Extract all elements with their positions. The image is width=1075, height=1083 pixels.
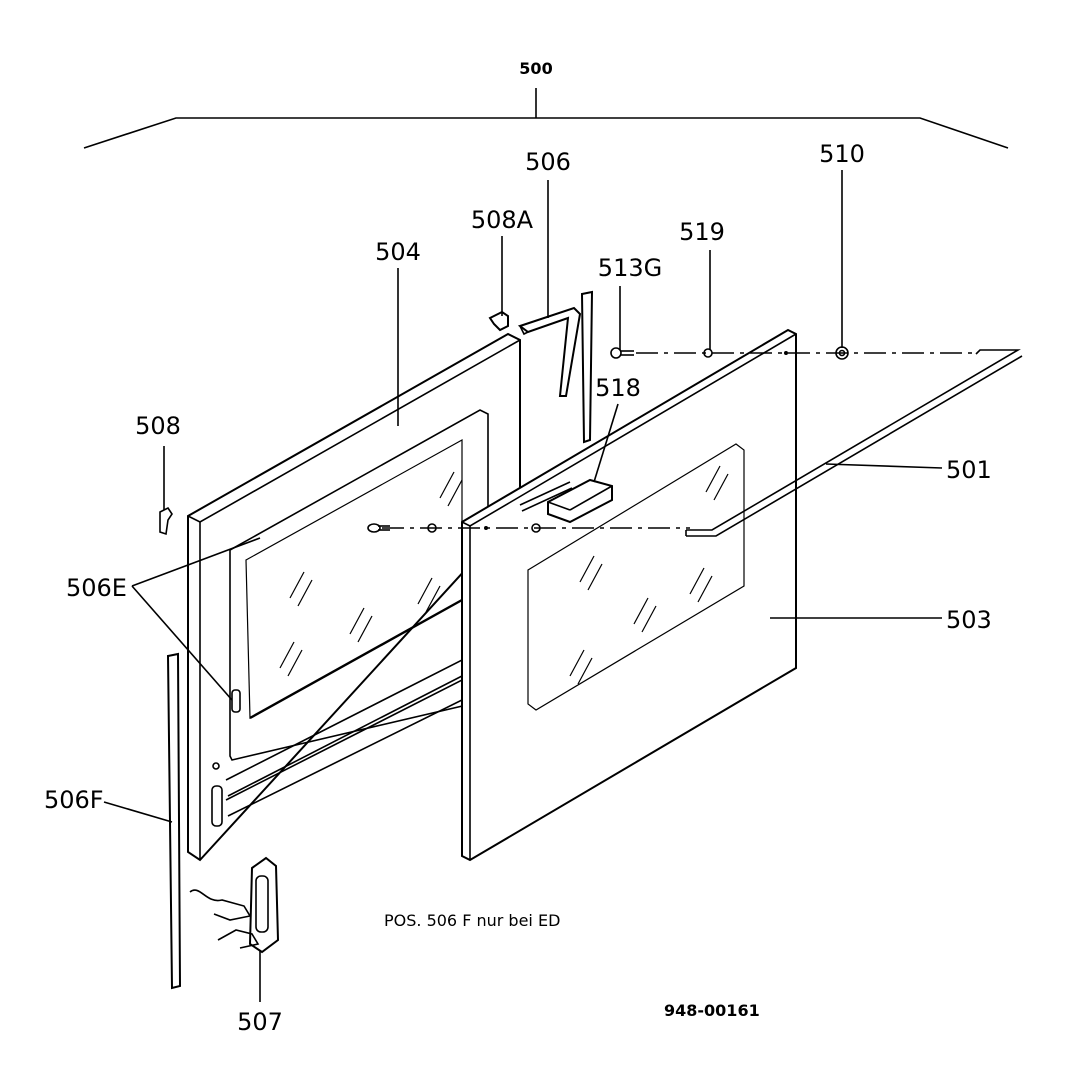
label-510: 510 — [819, 140, 865, 168]
leader-506F — [103, 801, 173, 823]
screw-lower — [367, 523, 390, 533]
label-507: 507 — [237, 1008, 283, 1036]
washer-519 — [703, 348, 713, 358]
label-501: 501 — [946, 456, 992, 484]
label-503: 503 — [946, 606, 992, 634]
label-508: 508 — [135, 412, 181, 440]
label-518: 518 — [595, 374, 641, 402]
label-513G: 513G — [598, 254, 662, 282]
leader-506E-b — [131, 585, 233, 701]
label-506: 506 — [525, 148, 571, 176]
assembly-bracket — [83, 88, 1009, 149]
leader-518 — [593, 403, 619, 483]
label-504: 504 — [375, 238, 421, 266]
drawing-number: 948-00161 — [664, 1001, 760, 1020]
leader-501 — [825, 463, 943, 469]
clip-508 — [159, 506, 173, 536]
handle-bracket — [547, 478, 613, 524]
screw-513G — [610, 347, 634, 359]
label-508A: 508A — [471, 206, 534, 234]
assembly-label: 500 — [519, 59, 552, 78]
label-519: 519 — [679, 218, 725, 246]
handle-rod — [685, 349, 1023, 537]
washer-mid — [531, 523, 541, 533]
clip-508A — [488, 310, 509, 332]
washer-lower — [427, 523, 437, 533]
hinge-507 — [189, 856, 280, 954]
gasket-506F — [166, 652, 182, 990]
label-506E: 506E — [66, 574, 127, 602]
leader-506E-a — [131, 537, 261, 587]
outer-door-panel — [461, 328, 797, 862]
label-506F: 506F — [44, 786, 104, 814]
gasket-506 — [517, 290, 594, 444]
note-text: POS. 506 F nur bei ED — [384, 911, 560, 930]
